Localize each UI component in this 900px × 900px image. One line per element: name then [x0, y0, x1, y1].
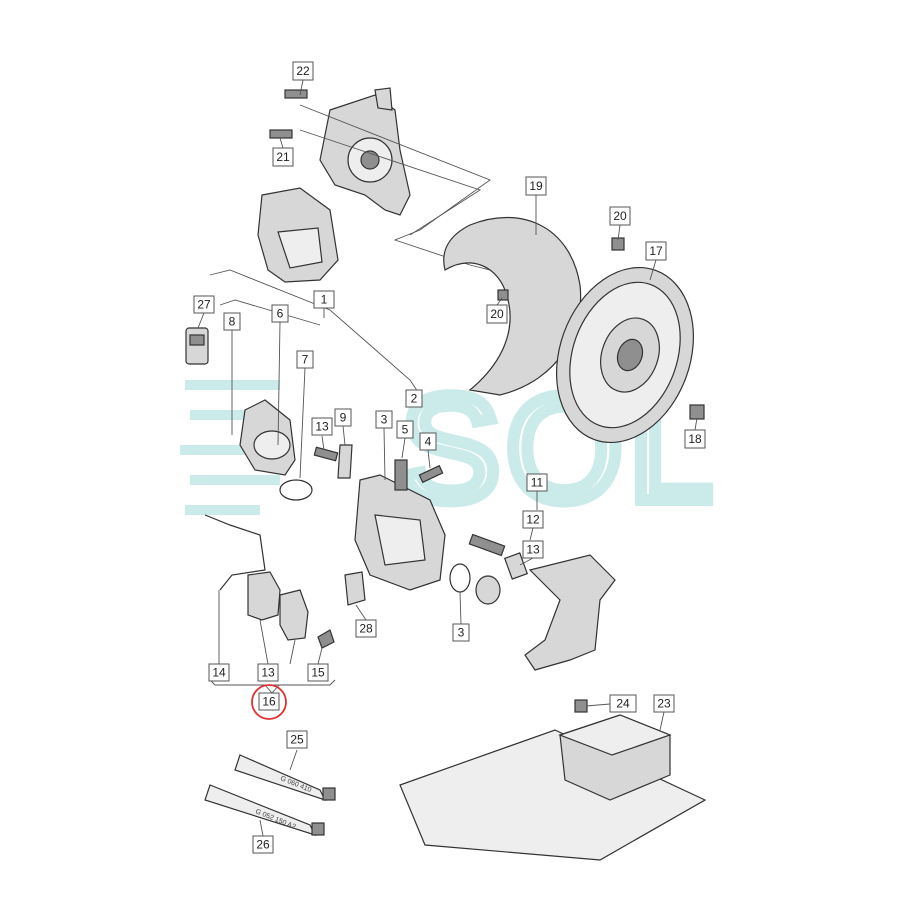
svg-text:15: 15	[311, 666, 325, 680]
callout-4: 4	[419, 432, 437, 451]
seals	[449, 563, 501, 605]
callout-9: 9	[334, 408, 352, 427]
caliper-hardware	[313, 444, 444, 491]
svg-text:2: 2	[411, 392, 418, 406]
callout-20-top: 20	[609, 206, 631, 226]
callout-6: 6	[271, 304, 289, 323]
callout-3-b: 3	[452, 623, 470, 642]
callout-25: 25	[286, 730, 308, 749]
callout-21: 21	[272, 147, 294, 167]
callout-22: 22	[292, 61, 314, 81]
callout-2: 2	[405, 389, 423, 408]
callout-12: 12	[522, 510, 544, 529]
svg-text:11: 11	[531, 476, 544, 490]
clip	[317, 629, 335, 649]
svg-text:27: 27	[197, 298, 211, 312]
svg-text:12: 12	[526, 513, 540, 527]
svg-text:21: 21	[276, 150, 290, 164]
svg-text:17: 17	[649, 244, 663, 258]
callout-17: 17	[645, 241, 667, 261]
brake-carrier-top	[257, 187, 339, 283]
callout-28: 28	[355, 619, 377, 638]
bracket-28	[344, 571, 366, 606]
highlight-circle	[251, 684, 287, 720]
svg-text:16: 16	[262, 695, 276, 709]
callout-24: 24	[609, 694, 637, 713]
connector-27	[185, 327, 209, 365]
svg-text:4: 4	[425, 435, 432, 449]
callout-1: 1	[313, 290, 335, 309]
guide-pin	[468, 533, 529, 580]
wear-sensor	[204, 514, 266, 591]
floor-panel	[399, 729, 707, 861]
callout-7: 7	[296, 350, 314, 369]
callout-5: 5	[396, 420, 414, 439]
svg-text:8: 8	[229, 315, 236, 329]
callout-11: 11	[526, 473, 548, 492]
svg-text:26: 26	[256, 838, 270, 852]
callout-23: 23	[653, 694, 675, 713]
callout-8: 8	[223, 312, 241, 331]
svg-text:13: 13	[261, 666, 275, 680]
callout-13-c: 13	[257, 663, 279, 682]
brake-pads	[247, 571, 309, 641]
svg-text:7: 7	[302, 353, 309, 367]
callout-18: 18	[684, 429, 706, 449]
svg-text:19: 19	[529, 179, 543, 193]
svg-text:25: 25	[290, 733, 304, 747]
svg-text:5: 5	[402, 423, 409, 437]
svg-text:6: 6	[277, 307, 284, 321]
svg-text:20: 20	[613, 209, 627, 223]
callout-3-a: 3	[375, 410, 393, 429]
svg-text:24: 24	[616, 697, 630, 711]
brake-caliper	[354, 474, 446, 591]
svg-text:1: 1	[321, 293, 328, 307]
brake-disc	[556, 266, 694, 444]
callout-15: 15	[307, 663, 329, 682]
svg-text:20: 20	[490, 307, 504, 321]
svg-text:28: 28	[359, 622, 373, 636]
callout-13-a: 13	[311, 417, 333, 436]
callout-26: 26	[252, 835, 274, 854]
svg-text:14: 14	[212, 666, 226, 680]
svg-text:23: 23	[657, 697, 671, 711]
svg-text:22: 22	[296, 64, 310, 78]
callout-27: 27	[193, 295, 215, 314]
svg-text:3: 3	[381, 413, 388, 427]
callout-19: 19	[525, 176, 547, 196]
callouts: 22 21 19 20 17 20 18 1 27 8 6 7 2 13 9 3…	[193, 61, 706, 854]
svg-text:3: 3	[458, 626, 465, 640]
svg-text:13: 13	[315, 420, 329, 434]
svg-text:13: 13	[526, 543, 540, 557]
callout-16: 16	[258, 692, 280, 711]
control-unit	[558, 714, 672, 801]
dust-shield	[443, 216, 582, 396]
callout-20-mid: 20	[486, 304, 508, 324]
o-ring	[279, 479, 313, 501]
callout-14: 14	[208, 663, 230, 682]
svg-text:18: 18	[688, 432, 702, 446]
callout-13-b: 13	[522, 540, 544, 559]
leader-lines	[197, 79, 698, 837]
nut-24	[574, 699, 588, 713]
brake-carrier	[524, 554, 616, 671]
svg-text:9: 9	[340, 411, 347, 425]
grease-tube-25: G 060 410	[234, 754, 336, 802]
steering-knuckle	[319, 87, 411, 216]
parking-brake-motor	[239, 399, 296, 476]
